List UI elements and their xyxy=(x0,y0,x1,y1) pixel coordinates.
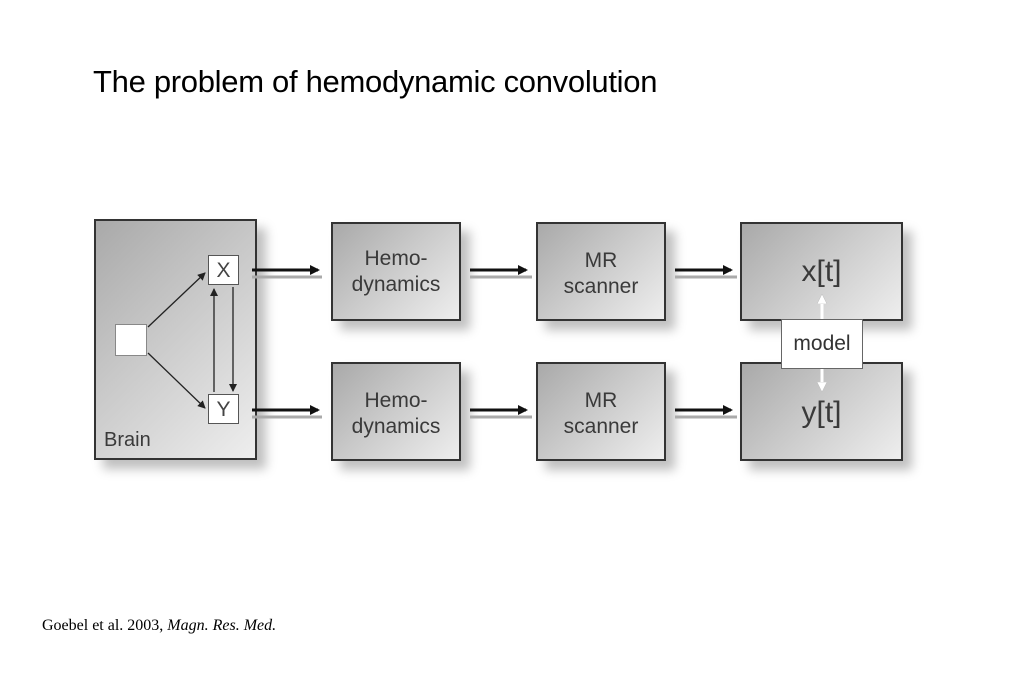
output-box-top: x[t] xyxy=(740,222,903,321)
arrow-x-to-hemodynamics-top xyxy=(252,265,322,279)
arrow-hemodynamics-to-scanner-bottom xyxy=(470,405,532,419)
output-x-label: x[t] xyxy=(801,255,842,288)
output-y-label: y[t] xyxy=(801,396,842,429)
region-x-node: X xyxy=(208,255,239,285)
arrow-scanner-to-output-top xyxy=(675,265,737,279)
mr-scanner-label-line2: scanner xyxy=(563,275,639,298)
model-box: model xyxy=(781,319,863,369)
mr-scanner-label-line1: MR xyxy=(584,389,618,412)
hemodynamics-label-line2: dynamics xyxy=(351,415,441,438)
mr-scanner-label-line1: MR xyxy=(584,249,618,272)
citation: Goebel et al. 2003, Magn. Res. Med. xyxy=(42,617,276,635)
arrow-y-to-hemodynamics-bottom xyxy=(252,405,322,419)
hemodynamics-label-line1: Hemo- xyxy=(364,389,428,412)
citation-authors: Goebel et al. 2003, xyxy=(42,617,164,634)
hemodynamics-box-bottom: Hemo- dynamics xyxy=(331,362,461,461)
hemodynamics-label-line2: dynamics xyxy=(351,273,441,296)
region-y-node: Y xyxy=(208,394,239,424)
arrow-input-to-x xyxy=(147,272,206,328)
mr-scanner-label-line2: scanner xyxy=(563,415,639,438)
mr-scanner-box-bottom: MR scanner xyxy=(536,362,666,461)
arrow-hemodynamics-to-scanner-top xyxy=(470,265,532,279)
hemodynamics-box-top: Hemo- dynamics xyxy=(331,222,461,321)
slide-title: The problem of hemodynamic convolution xyxy=(93,64,658,99)
arrow-input-to-y xyxy=(147,352,206,409)
mr-scanner-box-top: MR scanner xyxy=(536,222,666,321)
brain-label: Brain xyxy=(104,429,151,451)
arrow-scanner-to-output-bottom xyxy=(675,405,737,419)
citation-journal: Magn. Res. Med. xyxy=(167,617,277,634)
hemodynamics-label-line1: Hemo- xyxy=(364,247,428,270)
brain-input-node xyxy=(115,324,147,356)
